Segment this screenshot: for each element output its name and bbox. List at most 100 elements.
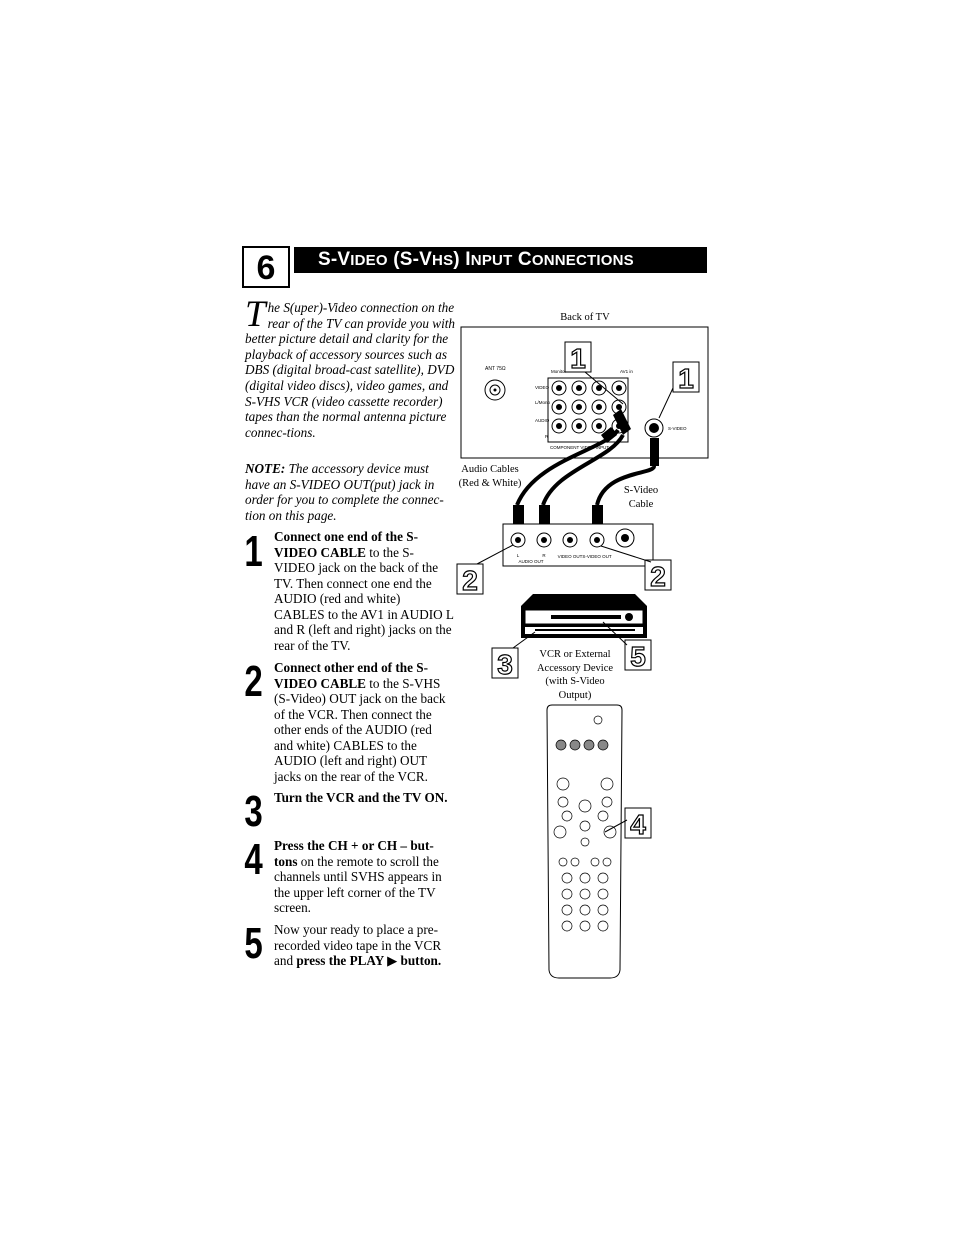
- remote-control: [546, 704, 623, 979]
- r-label: R: [545, 434, 549, 439]
- title-part: IDEO: [350, 252, 388, 269]
- remote-button: [597, 904, 609, 916]
- remote-button: [579, 888, 591, 900]
- remote-button: [597, 888, 609, 900]
- callout-2b: [644, 559, 672, 591]
- remote-button: [597, 739, 609, 751]
- remote-button: [555, 739, 567, 751]
- remote-button: [553, 825, 567, 839]
- av1-in-label: AV1 in: [620, 369, 633, 374]
- remote-button: [593, 715, 603, 725]
- step-1-body: to the S-VIDEO jack on the back of the T…: [274, 544, 454, 653]
- remote-button: [579, 904, 591, 916]
- step-number-3: 3: [244, 787, 263, 836]
- remote-button: [597, 810, 609, 822]
- audio-cables-label: Audio Cables (Red & White): [458, 464, 522, 489]
- step-2-body: to the S-VHS (S-Video) OUT jack on the b…: [274, 675, 446, 784]
- svg-text:2: 2: [462, 565, 478, 596]
- back-of-tv-label: Back of TV: [560, 312, 610, 323]
- step-5-pre: Now your ready to place a pre-recorded v…: [274, 922, 442, 968]
- tv-jack-center: [576, 385, 582, 391]
- step-1-text: Connect one end of the S-VIDEO CABLE to …: [274, 529, 454, 653]
- remote-button: [601, 796, 613, 808]
- remote-button: [579, 872, 591, 884]
- step-number-1: 1: [244, 527, 263, 576]
- svg-text:3: 3: [497, 649, 513, 680]
- callout-1a: [564, 341, 592, 373]
- video-label: VIDEO: [535, 385, 550, 390]
- monitor-label: Monitor: [551, 369, 567, 374]
- ant-label: ANT 75Ω: [485, 366, 506, 372]
- svideo-label: S-VIDEO: [668, 426, 687, 431]
- callout-2a: [456, 563, 484, 595]
- drop-cap: T: [245, 294, 266, 335]
- step-3-bold: Turn the VCR and the TV ON.: [274, 790, 448, 805]
- tv-svideo-plug: [650, 438, 659, 466]
- title-part: HS: [432, 252, 454, 269]
- remote-button: [597, 920, 609, 932]
- title-part: (S-V: [387, 249, 433, 270]
- svg-text:1: 1: [678, 363, 694, 394]
- page-number: 6: [242, 246, 290, 288]
- step-2-bold: Connect other end of the S-VIDEO CABLE: [274, 660, 428, 691]
- tv-jack-center: [576, 423, 582, 429]
- step-5-text: Now your ready to place a pre-recorded v…: [274, 922, 454, 969]
- remote-button: [602, 857, 612, 867]
- tv-jack-grid: Monitor AV1 in VIDEO L/Mono AUDIO R COMP…: [535, 369, 633, 450]
- svg-text:AUDIO OUT: AUDIO OUT: [518, 559, 543, 564]
- title-part: C: [512, 249, 532, 270]
- step-2-text: Connect other end of the S-VIDEO CABLE t…: [274, 660, 454, 784]
- remote-button: [561, 904, 573, 916]
- remote-button: [580, 837, 590, 847]
- remote-button: [558, 857, 568, 867]
- vcr-label: VCR or External Accessory Device (with S…: [536, 649, 614, 701]
- tv-jack-center: [556, 423, 562, 429]
- remote-button: [561, 810, 573, 822]
- callout-1b: [672, 361, 700, 393]
- remote-button: [579, 920, 591, 932]
- tv-jack-center: [596, 404, 602, 410]
- diagram-drawing: ANT 75Ω Monitor AV1 in VIDEO L/Mono AUDI…: [456, 326, 709, 979]
- lmono-label: L/Mono: [535, 400, 551, 405]
- svideo-cable: [595, 465, 656, 506]
- svideo-cable-label: S-Video Cable: [623, 485, 659, 510]
- remote-button: [569, 739, 581, 751]
- svg-text:5: 5: [630, 641, 646, 672]
- title-part: NPUT: [470, 252, 513, 269]
- remote-button: [597, 872, 609, 884]
- remote-button: [556, 777, 570, 791]
- tv-jack-center: [556, 385, 562, 391]
- audio-label: AUDIO: [535, 418, 550, 423]
- component-label: COMPONENT VIDEO INPUT: [550, 445, 609, 450]
- intro-text: he S(uper)-Video connection on the rear …: [245, 300, 455, 440]
- step-4-body: on the remote to scroll the channels unt…: [274, 853, 442, 916]
- remote-button: [578, 799, 592, 813]
- note-paragraph: NOTE: The accessory device must have an …: [245, 461, 455, 523]
- step-4-text: Press the CH + or CH – but-tons on the r…: [274, 838, 454, 916]
- callout-4: [624, 807, 652, 839]
- note-text: The accessory device must have an S-VIDE…: [245, 461, 444, 523]
- audio-cable-2: [541, 433, 625, 506]
- remote-button: [557, 796, 569, 808]
- step-number-4: 4: [244, 835, 263, 884]
- tv-jack-center: [596, 385, 602, 391]
- connection-diagram: Back of TV Audio Cables (Red & White) S-…: [455, 300, 715, 990]
- svg-text:1: 1: [570, 343, 586, 374]
- step-number-2: 2: [244, 657, 263, 706]
- svg-text:2: 2: [650, 561, 666, 592]
- svideo-plug-vcr: [592, 505, 603, 529]
- tv-jack-center: [596, 423, 602, 429]
- step-1-bold: Connect one end of the S-VIDEO CABLE: [274, 529, 418, 560]
- remote-button: [561, 920, 573, 932]
- svg-text:4: 4: [630, 809, 646, 840]
- tv-jack-center: [556, 404, 562, 410]
- page-title: S-VIDEO (S-VHS) INPUT CONNECTIONS: [294, 247, 707, 273]
- tv-jack-center: [616, 385, 622, 391]
- remote-button: [561, 872, 573, 884]
- remote-button: [603, 825, 617, 839]
- step-3-text: Turn the VCR and the TV ON.: [274, 790, 454, 806]
- title-part: ONNECTIONS: [531, 252, 634, 269]
- remote-button: [579, 820, 591, 832]
- tv-jack-center: [616, 404, 622, 410]
